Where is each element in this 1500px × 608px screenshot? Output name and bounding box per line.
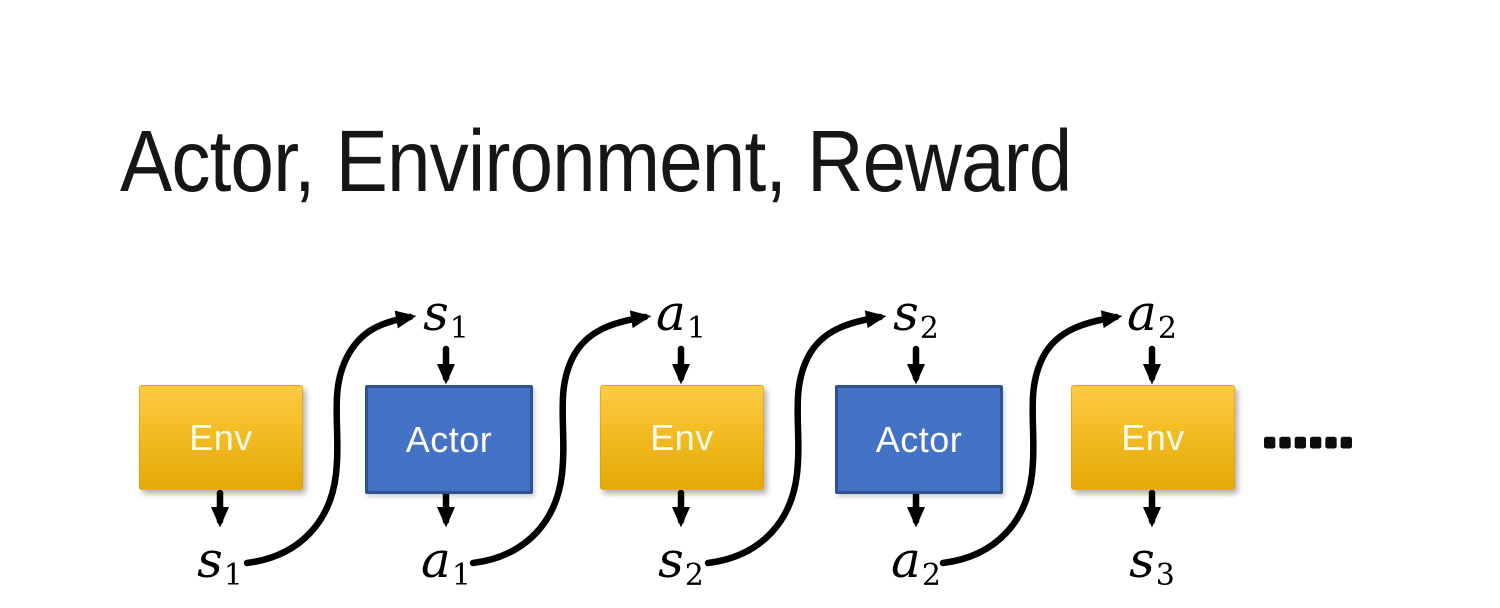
top-label-a1-sub: 1 xyxy=(686,310,706,346)
bottom-label-a1-base: a xyxy=(421,531,451,589)
top-label-s1-base: s xyxy=(423,284,449,342)
bottom-label-a2: a2 xyxy=(856,535,976,590)
slide-title: Actor, Environment, Reward xyxy=(120,113,1072,210)
top-label-a2: a2 xyxy=(1092,288,1212,343)
bottom-label-s3: s3 xyxy=(1092,535,1212,590)
bottom-label-a1-sub: 1 xyxy=(451,557,471,593)
bottom-label-s2: s2 xyxy=(621,535,741,590)
bottom-label-s3-sub: 3 xyxy=(1155,557,1175,593)
top-label-a2-base: a xyxy=(1127,284,1157,342)
top-label-a1-base: a xyxy=(656,284,686,342)
env-box-2-label: Env xyxy=(650,416,714,458)
bottom-label-a2-base: a xyxy=(891,531,921,589)
env-box-3-label: Env xyxy=(1121,416,1185,458)
bottom-label-s2-sub: 2 xyxy=(684,557,704,593)
top-label-s2: s2 xyxy=(856,288,976,343)
actor-box-2: Actor xyxy=(835,385,1003,494)
bottom-label-s1-base: s xyxy=(197,531,223,589)
continuation-ellipsis: …… xyxy=(1262,404,1354,458)
top-label-a2-sub: 2 xyxy=(1157,310,1177,346)
env-box-2: Env xyxy=(600,385,764,490)
top-label-s1: s1 xyxy=(386,288,506,343)
actor-box-1: Actor xyxy=(365,385,533,494)
top-label-s2-sub: 2 xyxy=(919,310,939,346)
bottom-label-s1-sub: 1 xyxy=(223,557,243,593)
top-label-s1-sub: 1 xyxy=(449,310,469,346)
env-box-1-label: Env xyxy=(189,416,253,458)
bottom-label-a2-sub: 2 xyxy=(921,557,941,593)
bottom-label-s2-base: s xyxy=(658,531,684,589)
env-box-1: Env xyxy=(139,385,303,490)
top-label-a1: a1 xyxy=(621,288,741,343)
actor-box-2-label: Actor xyxy=(875,418,963,460)
top-label-s2-base: s xyxy=(893,284,919,342)
bottom-label-s1: s1 xyxy=(160,535,280,590)
bottom-label-a1: a1 xyxy=(386,535,506,590)
bottom-label-s3-base: s xyxy=(1129,531,1155,589)
actor-box-1-label: Actor xyxy=(405,418,493,460)
env-box-3: Env xyxy=(1071,385,1235,490)
